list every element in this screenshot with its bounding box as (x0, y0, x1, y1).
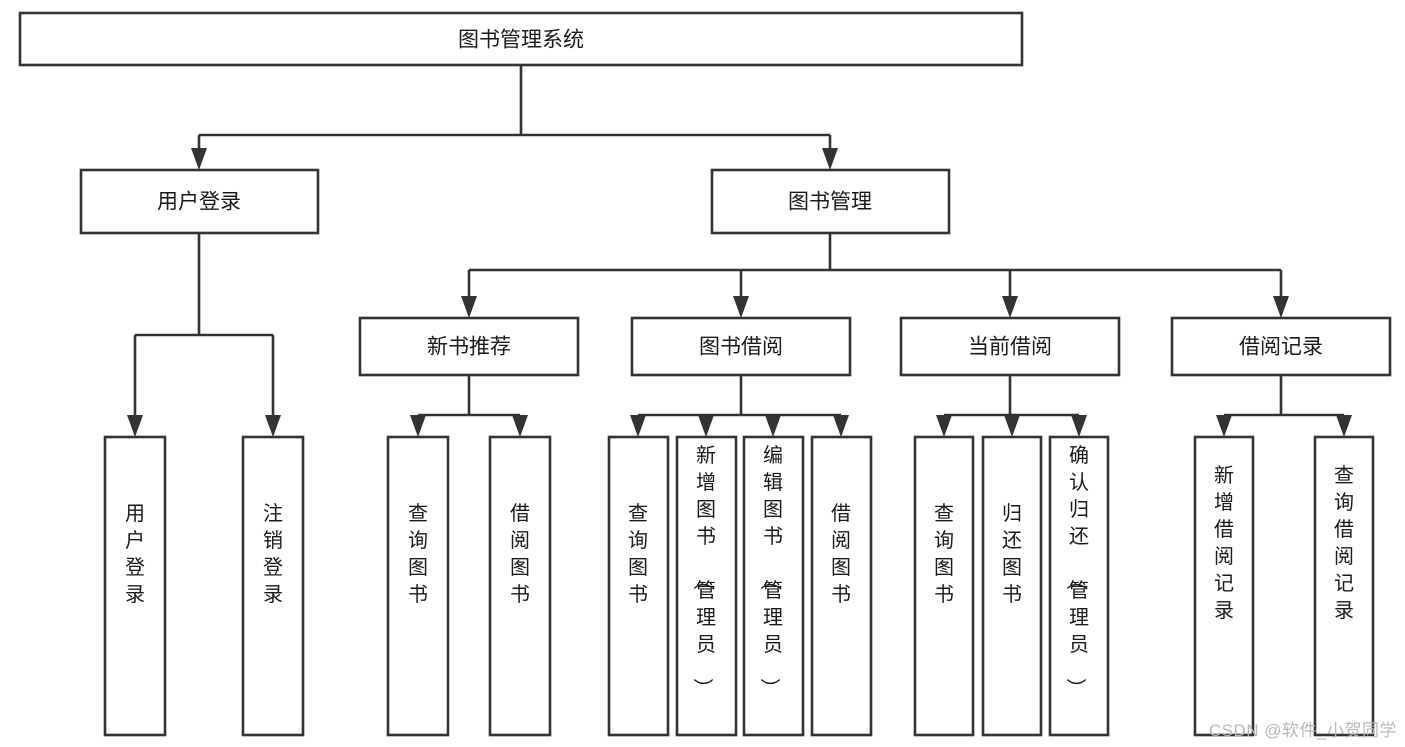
leaf-book-borrow-3-label: 借阅图书 (831, 502, 851, 606)
leaf-book-borrow-3-box[interactable] (810, 435, 873, 737)
node-book-manage-label: 图书管理 (788, 191, 872, 214)
leaf-current-borrow-1-label: 归还图书 (1002, 502, 1022, 606)
leaf-new-book-1-box[interactable] (488, 435, 552, 737)
leaf-new-book-0-box[interactable] (386, 435, 450, 737)
arrow-head-borrow-record-leaf-0 (1216, 415, 1232, 437)
node-book-borrow-box[interactable] (630, 316, 852, 377)
leaf-borrow-record-0-label: 新增借阅记录 (1214, 464, 1234, 622)
leaf-book-borrow-2-label: 编辑图书（管理员） (758, 444, 783, 698)
node-user-login-box[interactable] (79, 168, 320, 235)
node-book-borrow-label: 图书借阅 (699, 336, 783, 359)
node-current-borrow-label: 当前借阅 (968, 336, 1052, 359)
leaf-current-borrow-1[interactable]: 归还图书 (981, 435, 1043, 737)
leaf-user-login-0-box[interactable] (103, 435, 167, 737)
leaf-borrow-record-1-box[interactable] (1313, 435, 1375, 737)
node-book-borrow[interactable]: 图书借阅 (630, 316, 852, 377)
arrow-head-new-book-leaf-0 (410, 415, 426, 437)
node-book-manage[interactable]: 图书管理 (710, 168, 951, 235)
leaf-book-borrow-2[interactable]: 编辑图书（管理员） (742, 435, 805, 737)
node-user-login-label: 用户登录 (157, 191, 241, 214)
leaf-current-borrow-2-box[interactable] (1048, 435, 1110, 737)
arrow-head-current-borrow-leaf-1 (1004, 415, 1020, 437)
node-user-login[interactable]: 用户登录 (79, 168, 320, 235)
leaf-book-borrow-0-box[interactable] (607, 435, 670, 737)
leaf-new-book-0-label: 查询图书 (408, 502, 428, 606)
leaf-new-book-0[interactable]: 查询图书 (386, 435, 450, 737)
leaf-current-borrow-2-label: 确认归还（管理员） (1064, 444, 1089, 698)
arrow-head-current-borrow-leaf-0 (936, 415, 952, 437)
node-new-book-recommend[interactable]: 新书推荐 (358, 316, 580, 377)
leaf-book-borrow-1-label: 新增图书（管理员） (691, 444, 716, 698)
arrow-head-borrow-record-leaf-1 (1336, 415, 1352, 437)
leaf-book-borrow-2-box[interactable] (742, 435, 805, 737)
leaf-book-borrow-1-box[interactable] (675, 435, 738, 737)
leaf-current-borrow-1-box[interactable] (981, 435, 1043, 737)
leaf-borrow-record-1[interactable]: 查询借阅记录 (1313, 435, 1375, 737)
leaf-user-login-1-label: 注销登录 (263, 502, 283, 606)
leaf-borrow-record-1-label: 查询借阅记录 (1334, 464, 1354, 622)
node-new-book-recommend-label: 新书推荐 (427, 336, 511, 359)
arrow-head-book-borrow-leaf-2 (765, 415, 781, 437)
leaf-current-borrow-0-label: 查询图书 (934, 502, 954, 606)
leaf-user-login-1[interactable]: 注销登录 (241, 435, 305, 737)
node-root-box[interactable] (18, 11, 1024, 67)
node-borrow-record-label: 借阅记录 (1239, 336, 1323, 359)
leaf-current-borrow-2[interactable]: 确认归还（管理员） (1048, 435, 1110, 737)
leaf-new-book-1[interactable]: 借阅图书 (488, 435, 552, 737)
arrow-head-book-borrow-leaf-1 (698, 415, 714, 437)
arrow-head-book-manage (822, 148, 838, 170)
node-current-borrow[interactable]: 当前借阅 (899, 316, 1121, 377)
arrow-head-user-login-leaf-1 (265, 415, 281, 437)
leaf-book-borrow-1[interactable]: 新增图书（管理员） (675, 435, 738, 737)
leaf-current-borrow-0[interactable]: 查询图书 (913, 435, 975, 737)
leaf-borrow-record-0-box[interactable] (1193, 435, 1255, 737)
leaf-book-borrow-0-label: 查询图书 (628, 502, 648, 606)
leaf-current-borrow-0-box[interactable] (913, 435, 975, 737)
leaf-borrow-record-0[interactable]: 新增借阅记录 (1193, 435, 1255, 737)
arrow-head-book-borrow-leaf-0 (630, 415, 646, 437)
arrow-head-level3-1 (733, 296, 749, 318)
node-book-manage-box[interactable] (710, 168, 951, 235)
node-borrow-record-box[interactable] (1170, 316, 1392, 377)
node-new-book-recommend-box[interactable] (358, 316, 580, 377)
leaf-user-login-0-label: 用户登录 (125, 503, 145, 606)
arrow-head-level3-0 (461, 296, 477, 318)
arrow-head-user-login-leaf-0 (127, 415, 143, 437)
node-root[interactable]: 图书管理系统 (18, 11, 1024, 67)
leaf-user-login-0[interactable]: 用户登录 (103, 435, 167, 737)
arrow-head-level3-3 (1273, 296, 1289, 318)
arrow-head-user-login (191, 148, 207, 170)
leaf-book-borrow-0[interactable]: 查询图书 (607, 435, 670, 737)
arrow-head-current-borrow-leaf-2 (1071, 415, 1087, 437)
leaf-new-book-1-label: 借阅图书 (510, 502, 530, 606)
arrow-head-level3-2 (1002, 296, 1018, 318)
arrow-head-book-borrow-leaf-3 (833, 415, 849, 437)
node-current-borrow-box[interactable] (899, 316, 1121, 377)
arrow-head-new-book-leaf-1 (512, 415, 528, 437)
node-borrow-record[interactable]: 借阅记录 (1170, 316, 1392, 377)
leaf-book-borrow-3[interactable]: 借阅图书 (810, 435, 873, 737)
connector-layer (127, 65, 1352, 437)
leaf-user-login-1-box[interactable] (241, 435, 305, 737)
node-root-label: 图书管理系统 (458, 29, 584, 52)
